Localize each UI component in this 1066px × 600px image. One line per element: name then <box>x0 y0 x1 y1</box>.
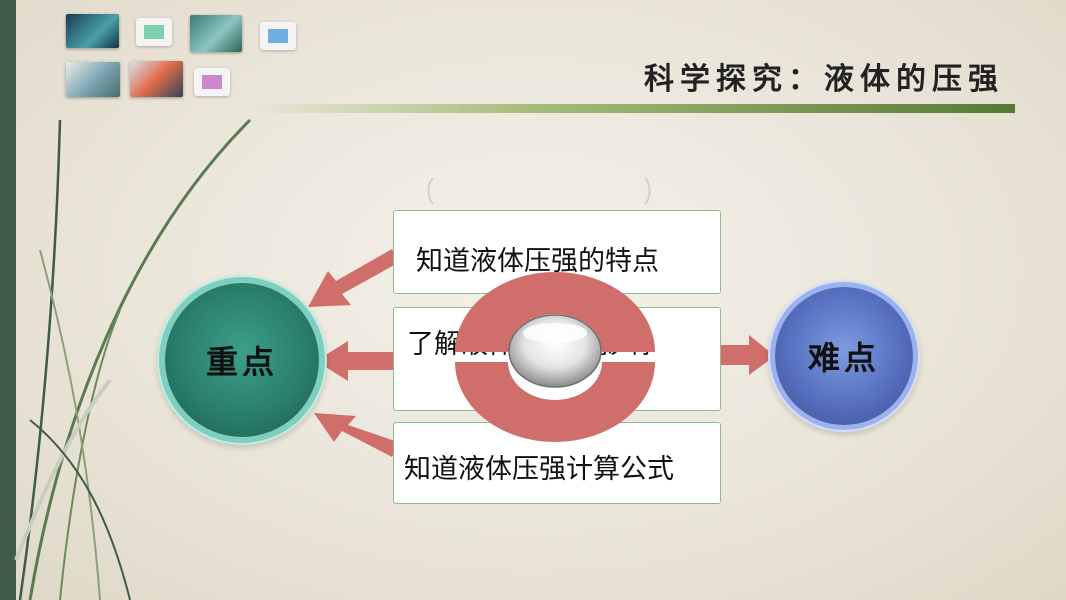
point-box-2: 了解液体压强的影响 <box>393 307 721 411</box>
color-chip-blue <box>260 22 296 50</box>
photo-thumbnail-submersible <box>130 61 183 97</box>
arrow-to-focus-top <box>308 249 398 307</box>
title-underline <box>250 104 1015 113</box>
grass-decoration <box>14 118 252 600</box>
photo-thumbnail-fish <box>190 15 242 52</box>
arrow-to-focus-bottom <box>314 413 398 457</box>
chip-swatch-blue <box>268 29 288 43</box>
point-box-1: 知道液体压强的特点 <box>393 210 721 294</box>
photo-thumbnail-dam <box>66 62 120 97</box>
arrow-to-focus-middle <box>316 341 396 381</box>
point-text-2: 了解液体压强的影响 <box>407 329 650 360</box>
color-chip-teal <box>136 18 172 46</box>
difficulty-circle: 难点 <box>775 287 913 425</box>
chip-swatch-teal <box>144 25 164 39</box>
difficulty-label: 难点 <box>807 339 880 377</box>
page-title: 科学探究：液体的压强 <box>644 62 1004 97</box>
chip-swatch-purple <box>202 75 222 89</box>
arrow-to-difficulty <box>721 335 775 375</box>
point-text-3: 知道液体压强计算公式 <box>404 454 674 485</box>
color-chip-purple <box>194 68 230 96</box>
photo-thumbnail-diver <box>66 14 119 48</box>
focus-label: 重点 <box>205 343 278 381</box>
point-text-1: 知道液体压强的特点 <box>416 246 659 277</box>
focus-circle: 重点 <box>165 283 319 437</box>
left-accent-bar <box>0 0 16 600</box>
point-box-3: 知道液体压强计算公式 <box>393 422 721 504</box>
